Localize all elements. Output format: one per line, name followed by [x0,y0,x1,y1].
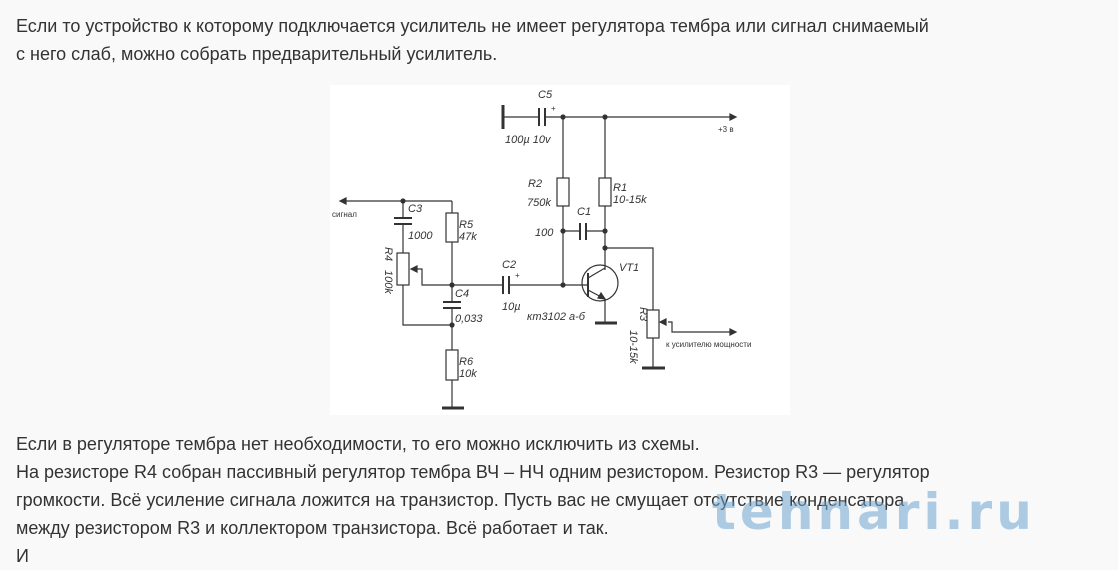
label-r1: R1 [613,182,627,194]
label-output: к усилителю мощности [666,340,751,349]
label-r6: R6 [459,356,474,368]
label-c5: C5 [538,89,553,101]
label-r1-value: 10-15k [613,194,647,206]
label-c2-value: 10µ [502,301,521,313]
label-c1: C1 [577,206,591,218]
label-c4-value: 0,033 [455,313,483,325]
label-r2: R2 [528,178,542,190]
text-line: между резистором R3 и коллектором транзи… [16,518,609,538]
label-r3-value: 10-15k [627,330,639,364]
label-r2-value: 750k [527,197,551,209]
label-c3-value: 1000 [408,230,433,242]
label-vt1: VT1 [619,262,639,274]
label-transistor: кт3102 а-б [527,311,586,323]
intro-paragraph: Если то устройство к которому подключает… [16,12,1106,68]
preamp-schematic: C5 + 100µ 10v +3 в R2 750k R1 10-15k C1 … [330,85,790,415]
text-line: с него слаб, можно собрать предварительн… [16,44,498,64]
label-c2: C2 [502,259,516,271]
text-line: Если то устройство к которому подключает… [16,16,929,36]
label-r5: R5 [459,219,474,231]
text-line: На резисторе R4 собран пассивный регулят… [16,462,930,482]
label-plus: + [515,271,520,280]
text-line: И [16,546,29,566]
label-c1-value: 100 [535,227,554,239]
body-paragraph: Если в регуляторе тембра нет необходимос… [16,430,1106,570]
label-r5-value: 47k [459,231,477,243]
text-line: громкости. Всё усиление сигнала ложится … [16,490,905,510]
label-r6-value: 10k [459,368,477,380]
label-c5-value: 100µ 10v [505,134,552,146]
label-plus: + [551,104,556,113]
label-r3: R3 [637,307,649,322]
label-r4-value: 100k [382,270,394,294]
text-line: Если в регуляторе тембра нет необходимос… [16,434,700,454]
label-c4: C4 [455,288,469,300]
label-c3: C3 [408,203,423,215]
label-r4: R4 [382,247,394,261]
label-supply: +3 в [718,125,734,134]
label-signal: сигнал [332,210,357,219]
